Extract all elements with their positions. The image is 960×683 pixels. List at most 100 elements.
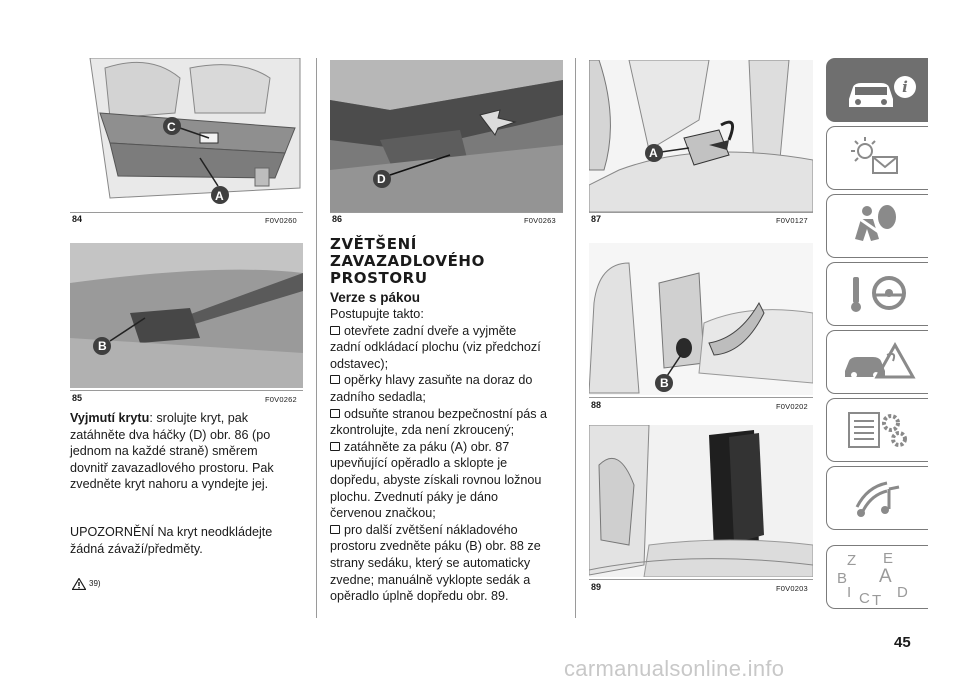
checkbox-bullet-icon <box>330 524 340 534</box>
bullet-4-line-2: upevňující opěradlo a sklopte je <box>330 456 508 471</box>
steering-wheel-icon <box>851 276 906 312</box>
bullet-5-line-3: strany sedáku, který se automaticky <box>330 555 531 570</box>
bullet-3-line-1: odsuňte stranou bezpečnostní pás a <box>344 406 548 421</box>
tab-maintenance[interactable] <box>826 398 928 462</box>
warning-lights-icon <box>851 137 898 174</box>
figure-84-label-c: C <box>167 120 176 134</box>
figure-85-image: B <box>70 243 303 388</box>
safety-airbag-icon <box>855 205 896 241</box>
column-divider-2 <box>575 58 576 618</box>
procedure-text: Postupujte takto: otevřete zadní dveře a… <box>330 306 570 605</box>
figure-89-number: 89 <box>591 582 602 592</box>
figure-88-code: F0V0202 <box>776 402 808 411</box>
figure-85-label-b: B <box>98 339 107 353</box>
bullet-2: opěrky hlavy zasuňte na doraz do zadního… <box>330 372 570 405</box>
tab-multimedia[interactable] <box>826 466 928 530</box>
bullet-4-line-4: plochu. Zvednutí páky je dáno <box>330 489 499 504</box>
maintenance-icon <box>848 412 907 448</box>
checkbox-bullet-icon <box>330 441 340 451</box>
bullet-3-line-2: zkontrolujte, zda není zkroucený; <box>330 423 515 438</box>
removal-title: Vyjmutí krytu <box>70 411 150 425</box>
tab-index[interactable]: Z E B A I D C T <box>826 545 928 609</box>
note-reference: 39) <box>89 579 101 588</box>
figure-85-number: 85 <box>72 393 83 403</box>
figure-87-number: 87 <box>591 214 602 224</box>
figure-87-image: A <box>589 60 813 212</box>
figure-84-number: 84 <box>72 214 83 224</box>
tab-safety[interactable] <box>826 194 928 258</box>
bullet-1-line-3: odstavec); <box>330 356 389 371</box>
index-letter-e: E <box>883 550 894 567</box>
figure-88-rule <box>589 397 813 398</box>
figure-86-label-d: D <box>377 172 386 186</box>
bullet-1-line-1: otevřete zadní dveře a vyjměte <box>344 323 517 338</box>
heading-line-2: ZAVAZADLOVÉHO <box>330 252 485 270</box>
multimedia-icon <box>855 481 900 517</box>
bullet-4-line-1: zatáhněte za páku (A) obr. 87 <box>344 439 510 454</box>
figure-88-label-b: B <box>660 376 669 390</box>
svg-text:i: i <box>902 78 908 96</box>
bullet-3: odsuňte stranou bezpečnostní pás a zkont… <box>330 406 570 439</box>
index-letter-t: T <box>872 592 882 609</box>
heading-line-3: PROSTORU <box>330 269 428 287</box>
bullet-5: pro další zvětšení nákladového prostoru … <box>330 522 570 605</box>
cargo-cover-illustration <box>70 58 303 210</box>
bullet-1-line-2: zadní odkládací plochu (viz předchozí <box>330 340 541 355</box>
bullet-5-line-4: zvedne; manuálně vyklopte sedák a <box>330 572 531 587</box>
figure-88-image: B <box>589 243 813 395</box>
heading-line-1: ZVĚTŠENÍ <box>330 235 417 253</box>
tab-starting-driving[interactable] <box>826 262 928 326</box>
seat-lever-illustration <box>589 60 813 212</box>
figure-86-rule <box>330 212 563 213</box>
bullet-4-line-5: červenou značkou; <box>330 506 436 521</box>
folded-seat-illustration <box>589 425 813 577</box>
removal-line-3: dovnitř zavazadlového prostoru. Pak <box>70 460 274 475</box>
bullet-4: zatáhněte za páku (A) obr. 87 upevňující… <box>330 439 570 522</box>
tab-emergency[interactable] <box>826 330 928 394</box>
page-number: 45 <box>894 634 911 651</box>
bullet-4-line-3: dopředu, abyste získali rovnou ložnou <box>330 472 542 487</box>
figure-89-image <box>589 425 813 577</box>
removal-line-2: jednom na každé straně) směrem <box>70 444 258 459</box>
bullet-5-line-5: opěradlo úplně dopředu obr. 89. <box>330 589 509 604</box>
figure-87-rule <box>589 212 813 213</box>
index-letter-z: Z <box>847 552 857 569</box>
column-divider-1 <box>316 58 317 618</box>
warning-line-1: UPOZORNĚNÍ Na kryt neodkládejte <box>70 525 273 539</box>
seat-cushion-lever-illustration <box>589 243 813 395</box>
section-heading: ZVĚTŠENÍ ZAVAZADLOVÉHO PROSTORU <box>330 236 485 287</box>
figure-84-image: C A <box>70 58 303 210</box>
watermark: carmanualsonline.info <box>564 656 785 681</box>
removal-text-1: : srolujte kryt, pak <box>149 411 249 425</box>
index-letter-c: C <box>859 590 870 607</box>
bullet-2-line-2: zadního sedadla; <box>330 389 426 404</box>
figure-84-code: F0V0260 <box>265 216 297 225</box>
bullet-2-line-1: opěrky hlavy zasuňte na doraz do <box>344 373 533 388</box>
procedure-intro: Postupujte takto: <box>330 307 424 321</box>
tab-warning-lights[interactable] <box>826 126 928 190</box>
removal-paragraph: Vyjmutí krytu: srolujte kryt, pak zatáhn… <box>70 410 310 493</box>
figure-85-code: F0V0262 <box>265 395 297 404</box>
figure-84-label-a: A <box>215 189 224 203</box>
checkbox-bullet-icon <box>330 325 340 335</box>
figure-87-label-a: A <box>649 146 658 160</box>
warning-paragraph: UPOZORNĚNÍ Na kryt neodkládejte žádná zá… <box>70 524 310 557</box>
index-letter-b: B <box>837 570 848 587</box>
index-letter-a: A <box>879 566 892 587</box>
figure-85-rule <box>70 390 303 391</box>
index-letter-i: I <box>847 584 852 601</box>
warning-triangle-icon <box>72 578 86 590</box>
figure-86-code: F0V0263 <box>524 216 556 225</box>
index-letter-d: D <box>897 584 908 601</box>
checkbox-bullet-icon <box>330 408 340 418</box>
figure-86-image: D <box>330 60 563 212</box>
figure-89-rule <box>589 579 813 580</box>
figure-84-rule <box>70 212 303 213</box>
checkbox-bullet-icon <box>330 375 340 385</box>
bullet-1: otevřete zadní dveře a vyjměte zadní odk… <box>330 323 570 373</box>
bullet-5-line-2: prostoru zvedněte páku (B) obr. 88 ze <box>330 539 541 554</box>
hook-detail-illustration <box>330 60 563 212</box>
hook-illustration <box>70 243 303 388</box>
removal-line-1: zatáhněte dva háčky (D) obr. 86 (po <box>70 427 271 442</box>
tab-car-info[interactable]: i <box>826 58 928 122</box>
